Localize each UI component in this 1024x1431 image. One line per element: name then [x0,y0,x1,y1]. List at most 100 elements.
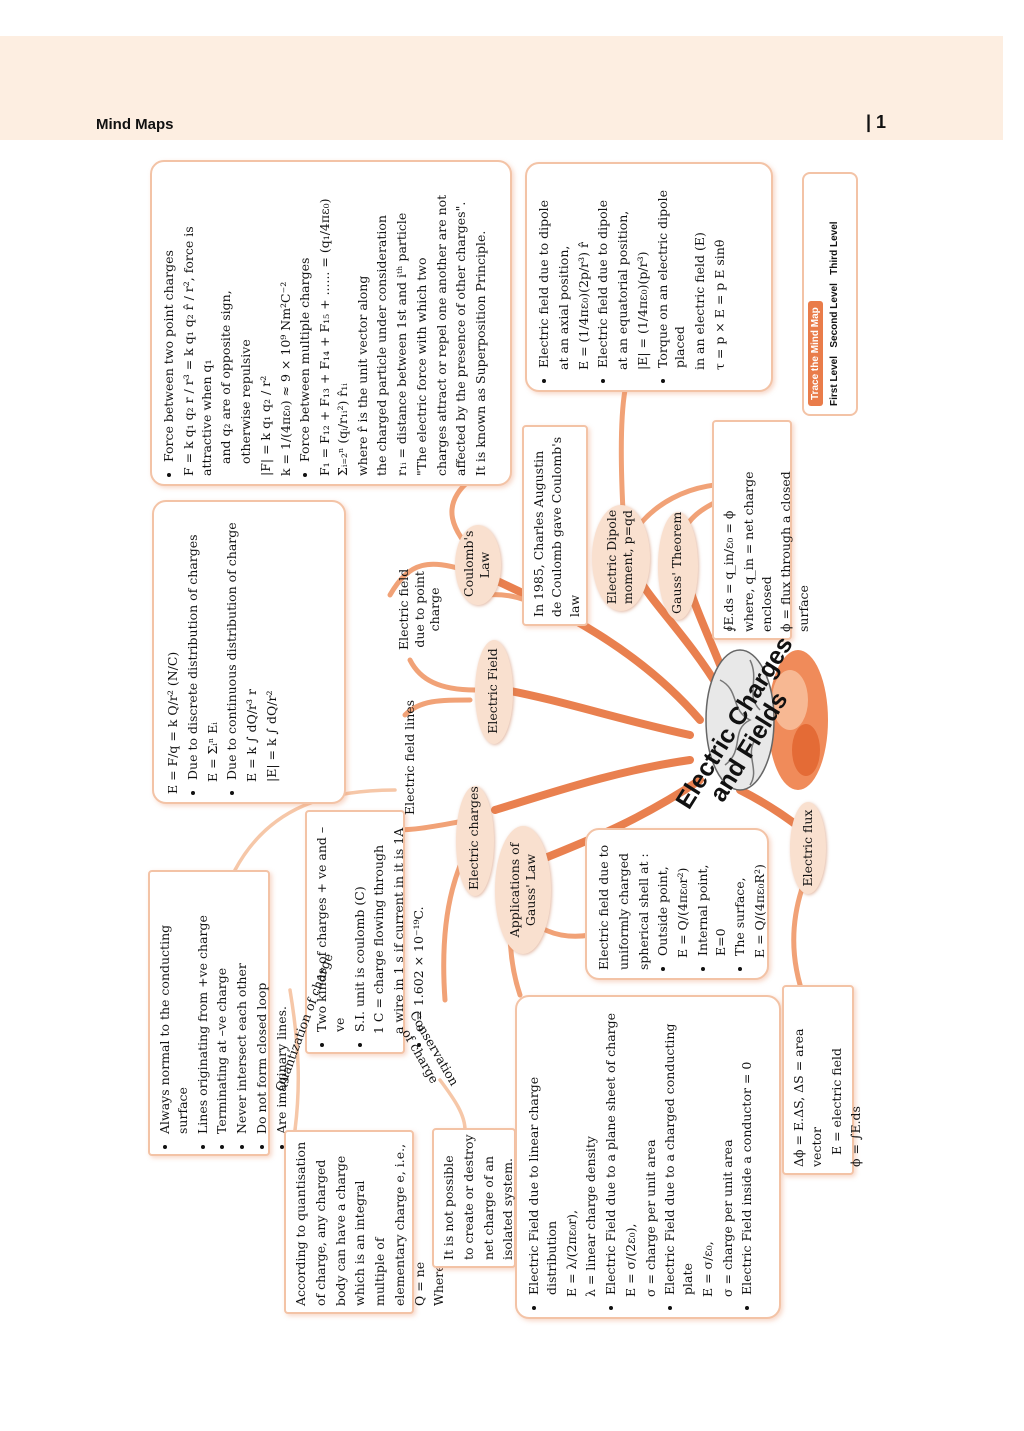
brain-illustration [705,649,828,791]
bubble-electric-charges: Electric charges [456,786,494,896]
shell-surface-formula: E = Q/(4πε₀R²) [752,864,767,958]
dipole-torque-formula: τ = p × E = p E sinθ [711,239,727,370]
field-continuous-heading: Due to continuous distribution of charge [223,512,241,780]
charges-elementary-item: e = 1.602 × 10⁻¹⁹C. [410,818,428,1032]
coulomb-where-text-2: the charged particle under consideration [374,215,390,476]
coulomb-quote-3: affected by the presence of other charge… [453,201,469,476]
page-header-band [0,36,1003,140]
field-lines-item: Do not form closed loop [253,878,271,1134]
quantization-box: According to quantisation of charge, any… [284,1130,446,1314]
coulomb-multiple-heading: Force between multiple charges [296,170,314,462]
shell-outside-formula: E = Q/(4πε₀r²) [675,867,690,958]
field-discrete-formula: E = Σᵢⁿ Eᵢ [204,722,220,782]
branch-electric-charges [491,756,694,814]
coulomb-quote-4: It is known as Superposition Principle. [473,230,488,476]
dipole-equatorial-heading: Electric field due to dipole [594,172,612,368]
bubble-electric-flux: Electric flux [790,802,826,894]
coulombs-law-box: Force between two point charges F = k q₁… [150,160,512,486]
page-header-title: Mind Maps [96,116,174,133]
field-lines-box: Always normal to the conducting surface … [148,870,289,1156]
dipole-box: Electric field due to dipole at an axial… [525,162,773,392]
conservation-line: It is not possible [441,1155,456,1260]
bubble-electric-field: Electric Field [475,640,513,744]
bubble-applications-label: Applications of Gauss' Law [507,842,538,938]
apps-plate-density: σ = charge per unit area [719,1139,735,1297]
coulomb-superposition-formula: F₁ = F₁₂ + F₁₃ + F₁₄ + F₁₅ + ...... = (q… [317,198,350,476]
shell-heading-3: spherical shell at : [635,853,651,970]
coulomb-force-sign-text: and q₂ are of opposite sign, [218,290,234,464]
gauss-formula: ∮E.ds = q_in/ε₀ = ϕ [721,510,736,632]
conservation-box: It is not possible to create or destroy … [432,1128,516,1268]
bubble-applications: Applications of Gauss' Law [495,826,551,954]
gauss-where-2: ϕ = flux through a closed surface [778,471,811,632]
legend-second-level: Second Level [829,283,840,348]
shell-outside-item: Outside point, [654,834,672,956]
shell-heading-2: uniformly charged [615,853,631,970]
bubble-gauss-theorem: Gauss' Theorem [658,512,698,620]
apps-plate-formula: E = σ/ε₀, [699,1241,715,1297]
quantization-line: which is an integral [352,1180,368,1306]
label-field-lines: Electric field lines [402,699,417,815]
field-continuous-formula: E = k ∫ dQ/r³ r [244,689,259,782]
apps-sheet-formula: E = σ/(2ε₀), [622,1223,638,1297]
bubble-electric-charges-label: Electric charges [466,786,481,890]
dipole-equatorial-sub: at an equatorial position, [615,210,630,370]
coulomb-magnitude-formula: |F| = k q₁ q₂ / r² [257,375,273,476]
quantization-line: Q = ne [411,1261,427,1306]
apps-plate-item: Electric Field due to a charged conducti… [661,1009,697,1295]
apps-linear-density: λ = linear charge density [583,1136,599,1297]
field-lines-item: Never intersect each other [233,878,251,1134]
field-discrete-heading: Due to discrete distribution of charges [184,512,202,780]
conservation-line: to create or destroy [460,1134,476,1260]
apps-linear-item: Electric Field due to linear charge dist… [525,1009,561,1295]
quantization-line: elementary charge e, i.e., [391,1143,407,1306]
dipole-equatorial-formula: |E| = (1/4πε₀)(p/r³) [634,251,650,371]
charges-coulomb-def-1: 1 C = charge flowing through [371,844,387,1034]
dipole-torque-sub: in an electric field (E) [692,232,707,370]
quantization-line: According to quantisation [293,1141,308,1306]
coulomb-point-charges-heading: Force between two point charges [160,170,178,462]
legend-first-level: First Level [829,355,840,406]
field-continuous-magnitude: |E| = k ∫ dQ/r² [263,690,279,782]
gauss-theorem-box: ∮E.ds = q_in/ε₀ = ϕ where, q_in = net ch… [712,420,811,640]
quantization-line: multiple of [372,1237,387,1306]
page-number: | 1 [866,112,887,132]
coulomb-constant-formula: k = 1/(4πε₀) ≈ 9 × 10⁹ Nm²C⁻² [277,281,293,476]
shell-internal-item: Internal point, E=0 [694,834,730,956]
bubble-electric-flux-label: Electric flux [800,809,815,887]
apps-sheet-density: σ = charge per unit area [642,1139,658,1297]
spherical-shell-box: Electric field due to uniformly charged … [585,828,769,980]
apps-linear-formula: E = λ/(2πε₀r), [563,1209,579,1297]
coulomb-history-text: In 1985, Charles Augustin de Coulomb gav… [531,436,582,617]
coulomb-quote-2: charges attract or repel one another are… [433,194,449,476]
apps-conductor-item: Electric Field inside a conductor = 0 [738,1009,756,1295]
shell-surface-item: The surface, [731,834,749,956]
apps-sheet-item: Electric Field due to a plane sheet of c… [602,1009,620,1295]
field-definition-formula: E = F/q = k Q/r² (N/C) [165,651,180,794]
flux-line-1: Δϕ = E.ΔS, ΔS = area vector [791,1028,824,1167]
branch-coulombs-law [491,576,704,724]
charges-coulomb-def-2: a wire in 1 s if current in it is 1A [391,827,406,1034]
conservation-line: net charge of an [480,1156,496,1260]
dipole-torque-heading: Torque on an electric dipole placed [654,172,690,368]
coulomb-force-formula: F = k q₁ q₂ r / r³ = k q₁ q₂ r̂ / r², fo… [180,226,214,476]
quantization-line: body can have a charge [332,1155,348,1306]
bubble-electric-dipole-label: Electric Dipole moment, p=qd [604,509,635,605]
charges-unit-item: S.I. unit is coulomb (C) [351,818,369,1032]
dipole-axial-sub: at an axial position, [555,245,571,370]
coulomb-where-text-1: where r̂ is the unit vector along [354,275,370,476]
applications-box: Electric Field due to linear charge dist… [515,995,781,1319]
legend-title: Trace the Mind Map [808,301,823,406]
gauss-where-1: where, q_in = net charge enclosed [740,471,774,632]
bubble-electric-field-label: Electric Field [485,648,500,734]
branch-electric-field [501,686,694,739]
flux-line-2: E = electric field [828,1047,844,1155]
field-lines-item: Always normal to the conducting surface [156,878,192,1134]
label-field-point-charge: Electric field due to point charge [396,568,443,650]
electric-field-box: E = F/q = k Q/r² (N/C) Due to discrete d… [152,500,346,804]
bubble-coulombs-law: Coulomb's Law [455,525,501,605]
legend-third-level: Third Level [829,221,840,275]
coulomb-where-text-3: r₁ᵢ = distance between 1st and iᵗʰ parti… [394,212,409,476]
dipole-axial-formula: E = (1/4πε₀)(2p/r³) r̂ [575,242,591,370]
coulomb-repulsive-text: otherwise repulsive [238,339,253,464]
